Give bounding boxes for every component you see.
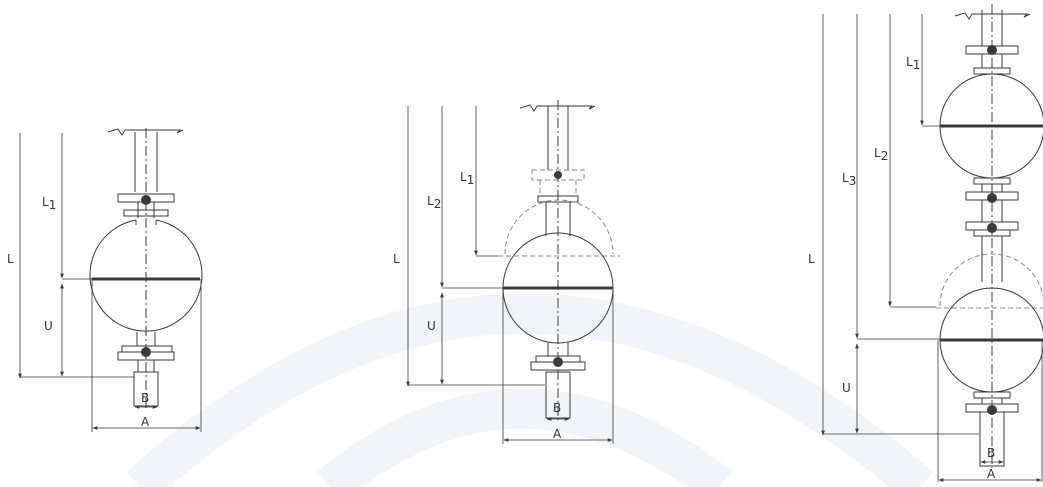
rod (954, 10, 1031, 46)
label-L1: L1 (906, 55, 920, 72)
label-B: B (987, 446, 995, 460)
lower-float-ball (939, 287, 1043, 393)
dimension-lines (406, 106, 614, 444)
label-L3: L3 (842, 171, 856, 188)
label-U: U (842, 381, 851, 395)
ghost-lower-ball (939, 253, 1043, 307)
label-A: A (141, 415, 150, 429)
label-B: B (553, 401, 561, 415)
diagram-float-with-ghost: L L2 L1 U B A (393, 100, 620, 444)
label-B: B (141, 391, 149, 405)
label-L: L (7, 252, 14, 266)
label-A: A (987, 467, 996, 481)
label-L2: L2 (427, 194, 441, 211)
label-L: L (808, 252, 815, 266)
diagram-single-float: L L1 U B A (7, 128, 203, 432)
label-L2: L2 (874, 146, 888, 163)
label-L: L (393, 252, 400, 266)
rod (107, 128, 184, 192)
rod (519, 104, 596, 170)
label-L1: L1 (460, 170, 474, 187)
ghost-float-ball (504, 199, 614, 255)
dimension-lines (821, 14, 1043, 482)
label-L1: L1 (42, 195, 56, 212)
background-watermark (126, 293, 934, 487)
label-U: U (44, 319, 53, 333)
dimension-lines (18, 133, 202, 432)
diagram-double-float: L L3 L2 L1 U B A (808, 4, 1043, 482)
label-A: A (553, 427, 562, 441)
label-U: U (427, 319, 436, 333)
